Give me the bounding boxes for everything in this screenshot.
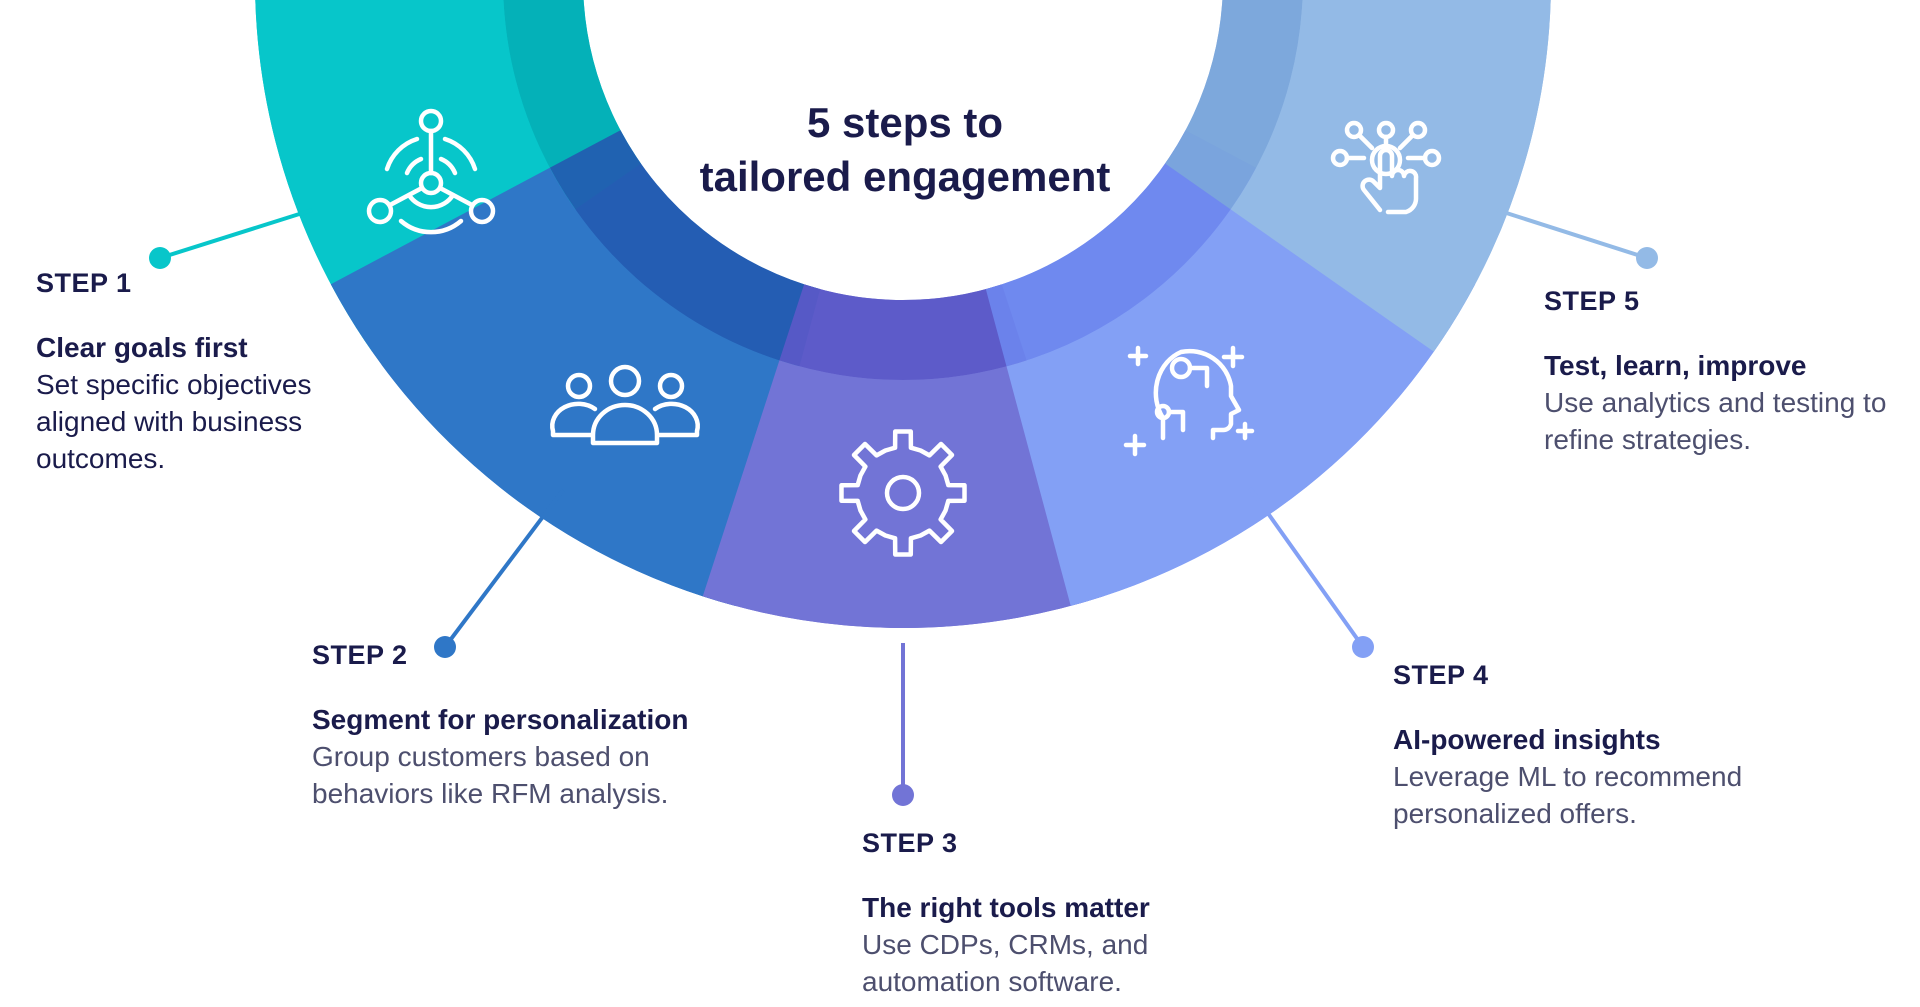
step-label: STEP 2 [312,640,408,670]
step-5-connector-line [1496,208,1648,260]
title-line-1: 5 steps to [806,99,1004,146]
step-heading: Segment for personalization [312,704,689,735]
step-3-inner-band [779,284,1027,380]
step-2-outer-band [330,167,800,606]
step-2-inner-band [549,130,821,367]
step-label: STEP 3 [862,828,958,858]
step-3-connector-dot [892,784,914,806]
hand-click-network-icon [1330,120,1442,215]
step-5-block: STEP 5 Test, learn, improve Use analytic… [1544,286,1914,458]
step-1-block: STEP 1 Clear goals first Set specific ob… [36,268,396,477]
people-group-icon [550,364,700,446]
title-line-2: tailored engagement [699,153,1111,200]
step-heading: Clear goals first [36,332,248,363]
network-target-icon [366,108,496,235]
step-4-block: STEP 4 AI-powered insights Leverage ML t… [1393,660,1853,832]
diagram-title: 5 steps to tailored engagement [620,96,1190,204]
step-3-outer-band [702,360,1104,628]
ai-head-icon [1123,345,1255,457]
step-heading: AI-powered insights [1393,724,1661,755]
step-description: Use CDPs, CRMs, and automation software. [862,929,1149,997]
step-description: Group customers based on behaviors like … [312,741,669,809]
step-description: Use analytics and testing to refine stra… [1544,387,1887,455]
step-label: STEP 4 [1393,660,1489,690]
step-heading: The right tools matter [862,892,1150,923]
step-2-connector-dot [434,636,456,658]
step-label: STEP 5 [1544,286,1640,316]
step-4-connector-line [1248,486,1365,649]
step-description: Leverage ML to recommend personalized of… [1393,761,1743,829]
step-2-block: STEP 2 Segment for personalization Group… [312,640,772,812]
step-label: STEP 1 [36,268,132,298]
step-description: Set specific objectives aligned with bus… [36,369,312,474]
step-heading: Test, learn, improve [1544,350,1807,381]
step-5-inner-band [1165,0,1303,210]
step-2-connector-line [443,488,565,649]
step-4-inner-band [985,130,1257,367]
step-1-connector-dot [149,247,171,269]
step-5-connector-dot [1636,247,1658,269]
step-3-block: STEP 3 The right tools matter Use CDPs, … [862,828,1262,1000]
step-4-connector-dot [1352,636,1374,658]
gear-icon [839,429,967,557]
step-1-connector-line [159,208,313,260]
